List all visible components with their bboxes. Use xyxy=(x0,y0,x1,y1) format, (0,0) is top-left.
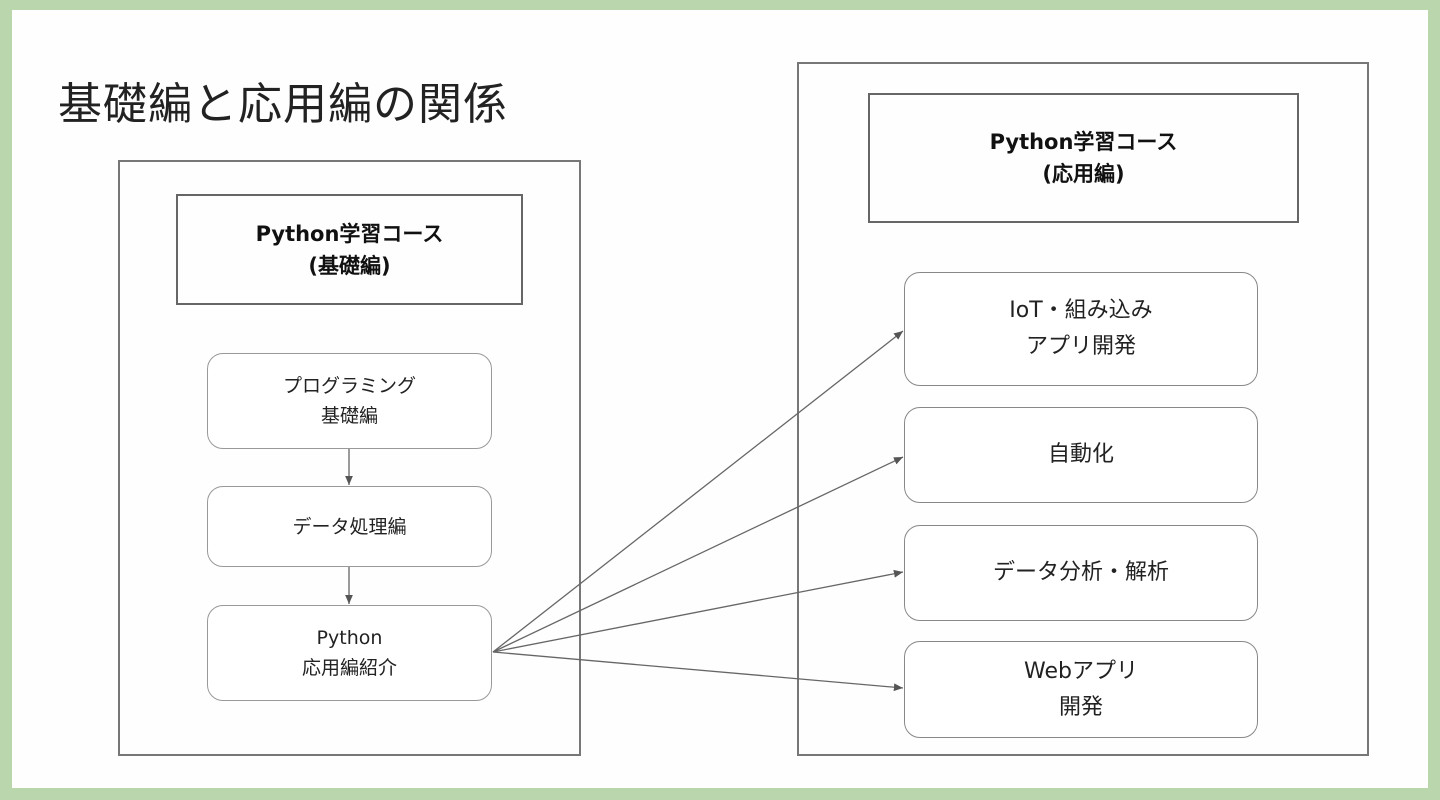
arrow-to-data-analysis xyxy=(492,569,904,653)
advanced-course-header: Python学習コース (応用編) xyxy=(868,93,1299,223)
step-data-processing: データ処理編 xyxy=(207,486,492,567)
arrow-to-web-app xyxy=(492,651,904,692)
item-automation: 自動化 xyxy=(904,407,1258,503)
step-programming-basics: プログラミング 基礎編 xyxy=(207,353,492,449)
basic-course-container xyxy=(118,160,581,756)
item-data-analysis: データ分析・解析 xyxy=(904,525,1258,621)
item-web-app: Webアプリ 開発 xyxy=(904,641,1258,738)
arrow-to-automation xyxy=(492,456,904,653)
arrow-to-iot xyxy=(492,330,904,653)
page-title: 基礎編と応用編の関係 xyxy=(58,79,508,130)
item-iot: IoT・組み込み アプリ開発 xyxy=(904,272,1258,386)
basic-course-header: Python学習コース (基礎編) xyxy=(176,194,523,305)
advanced-course-container xyxy=(797,62,1369,756)
step-advanced-intro: Python 応用編紹介 xyxy=(207,605,492,701)
